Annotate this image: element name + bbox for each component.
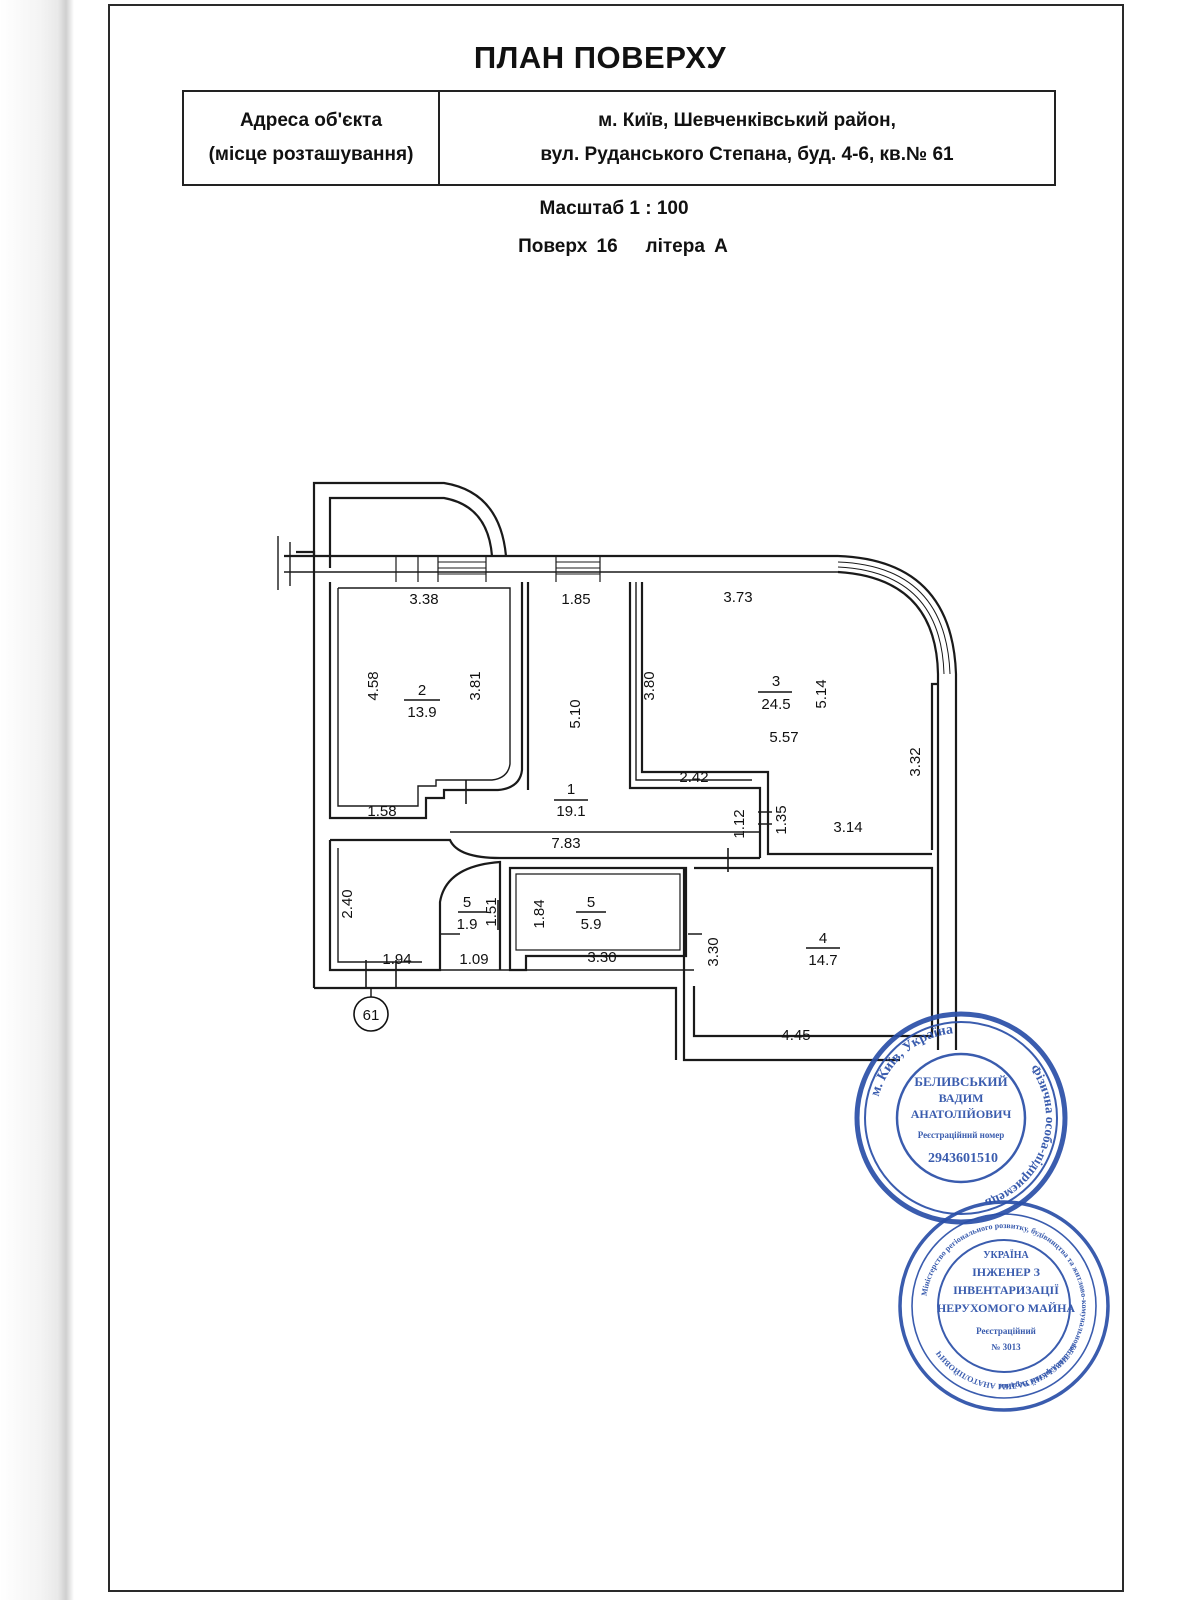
dim-158: 1.58	[367, 803, 396, 820]
apartment-marker-number: 61	[363, 1007, 380, 1024]
room-1-area: 19.1	[556, 803, 585, 820]
room-2-area: 13.9	[407, 704, 436, 721]
dim-514: 5.14	[813, 679, 830, 708]
room-4-area: 14.7	[808, 952, 837, 969]
dim-373: 3.73	[723, 589, 752, 606]
dim-135: 1.35	[773, 805, 790, 834]
address-table: Адреса об'єкта (місце розташування) м. К…	[182, 90, 1056, 186]
address-label-line1: Адреса об'єкта	[239, 110, 383, 131]
address-value-line2: вул. Руданського Степана, буд. 4-6, кв.№…	[540, 144, 954, 165]
room-5b-number: 5	[587, 894, 595, 911]
room-3-number: 3	[772, 673, 780, 690]
plan-walls	[277, 481, 958, 1062]
stamp2-reg-number: № 3013	[991, 1342, 1021, 1352]
stamp2-line2: ІНЖЕНЕР З	[972, 1265, 1040, 1279]
dim-242: 2.42	[679, 769, 708, 786]
room-5a-area: 1.9	[457, 916, 478, 933]
dim-783: 7.83	[551, 835, 580, 852]
dim-330-bath: 3.30	[587, 949, 616, 966]
dim-380: 3.80	[641, 671, 658, 700]
stamp1-reg-number: 2943601510	[928, 1151, 998, 1166]
stamp1-name-3: АНАТОЛІЙОВИЧ	[911, 1107, 1012, 1121]
room-1-number: 1	[567, 781, 575, 798]
stamp-engineer-personal: м. Київ, Україна Фізична особа-підприєме…	[854, 1011, 1068, 1225]
dim-314: 3.14	[833, 819, 862, 836]
stamp-inventory-engineer: Міністерство регіонального розвитку, буд…	[898, 1200, 1110, 1412]
dim-194: 1.94	[382, 951, 411, 968]
room-5b-area: 5.9	[581, 916, 602, 933]
stamp1-name-2: ВАДИМ	[939, 1091, 984, 1105]
room-2-number: 2	[418, 682, 426, 699]
dim-510: 5.10	[567, 699, 584, 728]
dim-185: 1.85	[561, 591, 590, 608]
stamp2-line4: НЕРУХОМОГО МАЙНА	[937, 1301, 1076, 1315]
dim-330-room4: 3.30	[705, 937, 722, 966]
dim-184: 1.84	[531, 899, 548, 928]
room-fraction-lines	[404, 691, 840, 949]
stamp1-reg-label: Реєстраційний номер	[918, 1130, 1005, 1140]
page-title: ПЛАН ПОВЕРХУ	[473, 40, 727, 75]
floor-label: Поверх 16 літера А	[518, 236, 728, 257]
address-value-cell: м. Київ, Шевченківський район, вул. Руда…	[440, 92, 1054, 184]
dim-381: 3.81	[467, 671, 484, 700]
dim-557: 5.57	[769, 729, 798, 746]
room-4-number: 4	[819, 930, 827, 947]
stamp2-line3: ІНВЕНТАРИЗАЦІЇ	[953, 1283, 1059, 1297]
dim-445: 4.45	[781, 1027, 810, 1044]
room-3-area: 24.5	[761, 696, 790, 713]
stamp2-line1: УКРАЇНА	[983, 1248, 1029, 1261]
address-value-line1: м. Київ, Шевченківський район,	[598, 110, 896, 131]
address-label-line2: (місце розташування)	[208, 144, 414, 165]
dim-338: 3.38	[409, 591, 438, 608]
dim-151: 1.51	[483, 897, 500, 926]
document-sheet	[108, 4, 1124, 1592]
room-5a-number: 5	[463, 894, 471, 911]
dim-240: 2.40	[339, 889, 356, 918]
scale-label: Масштаб 1 : 100	[539, 198, 689, 219]
dim-332: 3.32	[907, 747, 924, 776]
stamp1-name-1: БЕЛИВСЬКИЙ	[914, 1074, 1007, 1089]
dim-458: 4.58	[365, 671, 382, 700]
address-label-cell: Адреса об'єкта (місце розташування)	[184, 92, 440, 184]
dim-109: 1.09	[459, 951, 488, 968]
dim-112: 1.12	[731, 809, 748, 838]
stamp2-reg-label: Реєстраційний	[976, 1326, 1036, 1336]
page-shadow-edge	[0, 0, 74, 1600]
